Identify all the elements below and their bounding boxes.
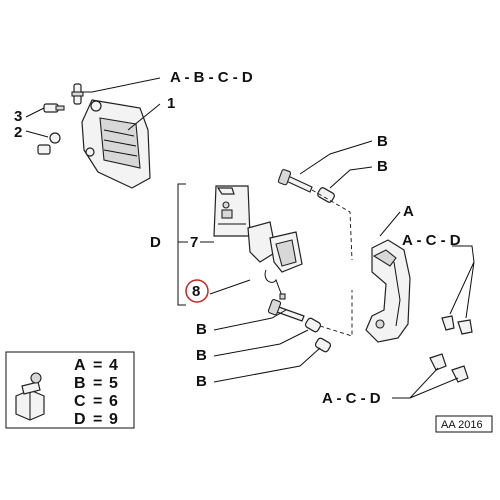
- legend-value: 6: [109, 393, 118, 410]
- legend-row-a: A = 4: [74, 357, 118, 374]
- caliper-group-label: A - B - C - D: [170, 69, 253, 86]
- bracket-label: A: [403, 203, 414, 220]
- legend-row-b: B = 5: [74, 375, 118, 392]
- legend-value: 5: [109, 375, 118, 392]
- pad-clips-label: A - C - D: [322, 390, 381, 407]
- bleed-screw-icon: [43, 103, 65, 113]
- legend-letter: A: [74, 357, 86, 374]
- bushing-bottom-2-label: B: [196, 373, 207, 390]
- legend-equals: =: [93, 357, 102, 374]
- quantity-legend: A = 4 B = 5 C = 6 D = 9: [5, 351, 135, 429]
- caliper-part-number: 1: [167, 95, 175, 112]
- spring-clip-icon: [441, 315, 473, 335]
- repair-kit-bag-icon: [213, 185, 251, 237]
- bushing-top-label: B: [377, 158, 388, 175]
- legend-value: 9: [109, 411, 118, 428]
- legend-row-d: D = 9: [74, 411, 118, 428]
- bracket-clips-label: A - C - D: [402, 232, 461, 249]
- legend-value: 4: [109, 357, 118, 374]
- caliper-bracket-icon: [365, 239, 411, 343]
- kit-group-label: D: [150, 234, 161, 251]
- legend-equals: =: [93, 393, 102, 410]
- pads-highlight-circle: [185, 279, 209, 303]
- legend-row-c: C = 6: [74, 393, 118, 410]
- guide-bolt-bottom-icon: [267, 299, 305, 322]
- guide-bolt-top-icon: [277, 169, 313, 193]
- bushing-bottom-1-label: B: [196, 347, 207, 364]
- bushing-top-icon: [317, 187, 335, 203]
- legend-equals: =: [93, 375, 102, 392]
- reference-code: AA 2016: [441, 419, 483, 431]
- legend-letter: C: [74, 393, 86, 410]
- legend-letter: D: [74, 411, 86, 428]
- caliper-top-bolt-icon: [71, 83, 84, 105]
- pads-part-number: 8: [192, 283, 200, 300]
- legend-equals: =: [93, 411, 102, 428]
- bleed-cap-part-number: 2: [14, 124, 22, 141]
- bushing-bottom-1-icon: [304, 317, 322, 333]
- bleed-screw-part-number: 3: [14, 108, 22, 125]
- brake-pads-icon: [247, 221, 303, 300]
- bleed-cap-icon: [37, 132, 61, 155]
- reference-code-box: AA 2016: [435, 415, 493, 433]
- spare-parts-box-icon: [15, 372, 45, 421]
- legend-letter: B: [74, 375, 86, 392]
- guide-bolt-bottom-label: B: [196, 321, 207, 338]
- guide-bolt-top-label: B: [377, 133, 388, 150]
- repair-kit-part-number: 7: [190, 234, 198, 251]
- brake-caliper-body-icon: [81, 99, 151, 189]
- pad-clip-icon: [429, 353, 469, 383]
